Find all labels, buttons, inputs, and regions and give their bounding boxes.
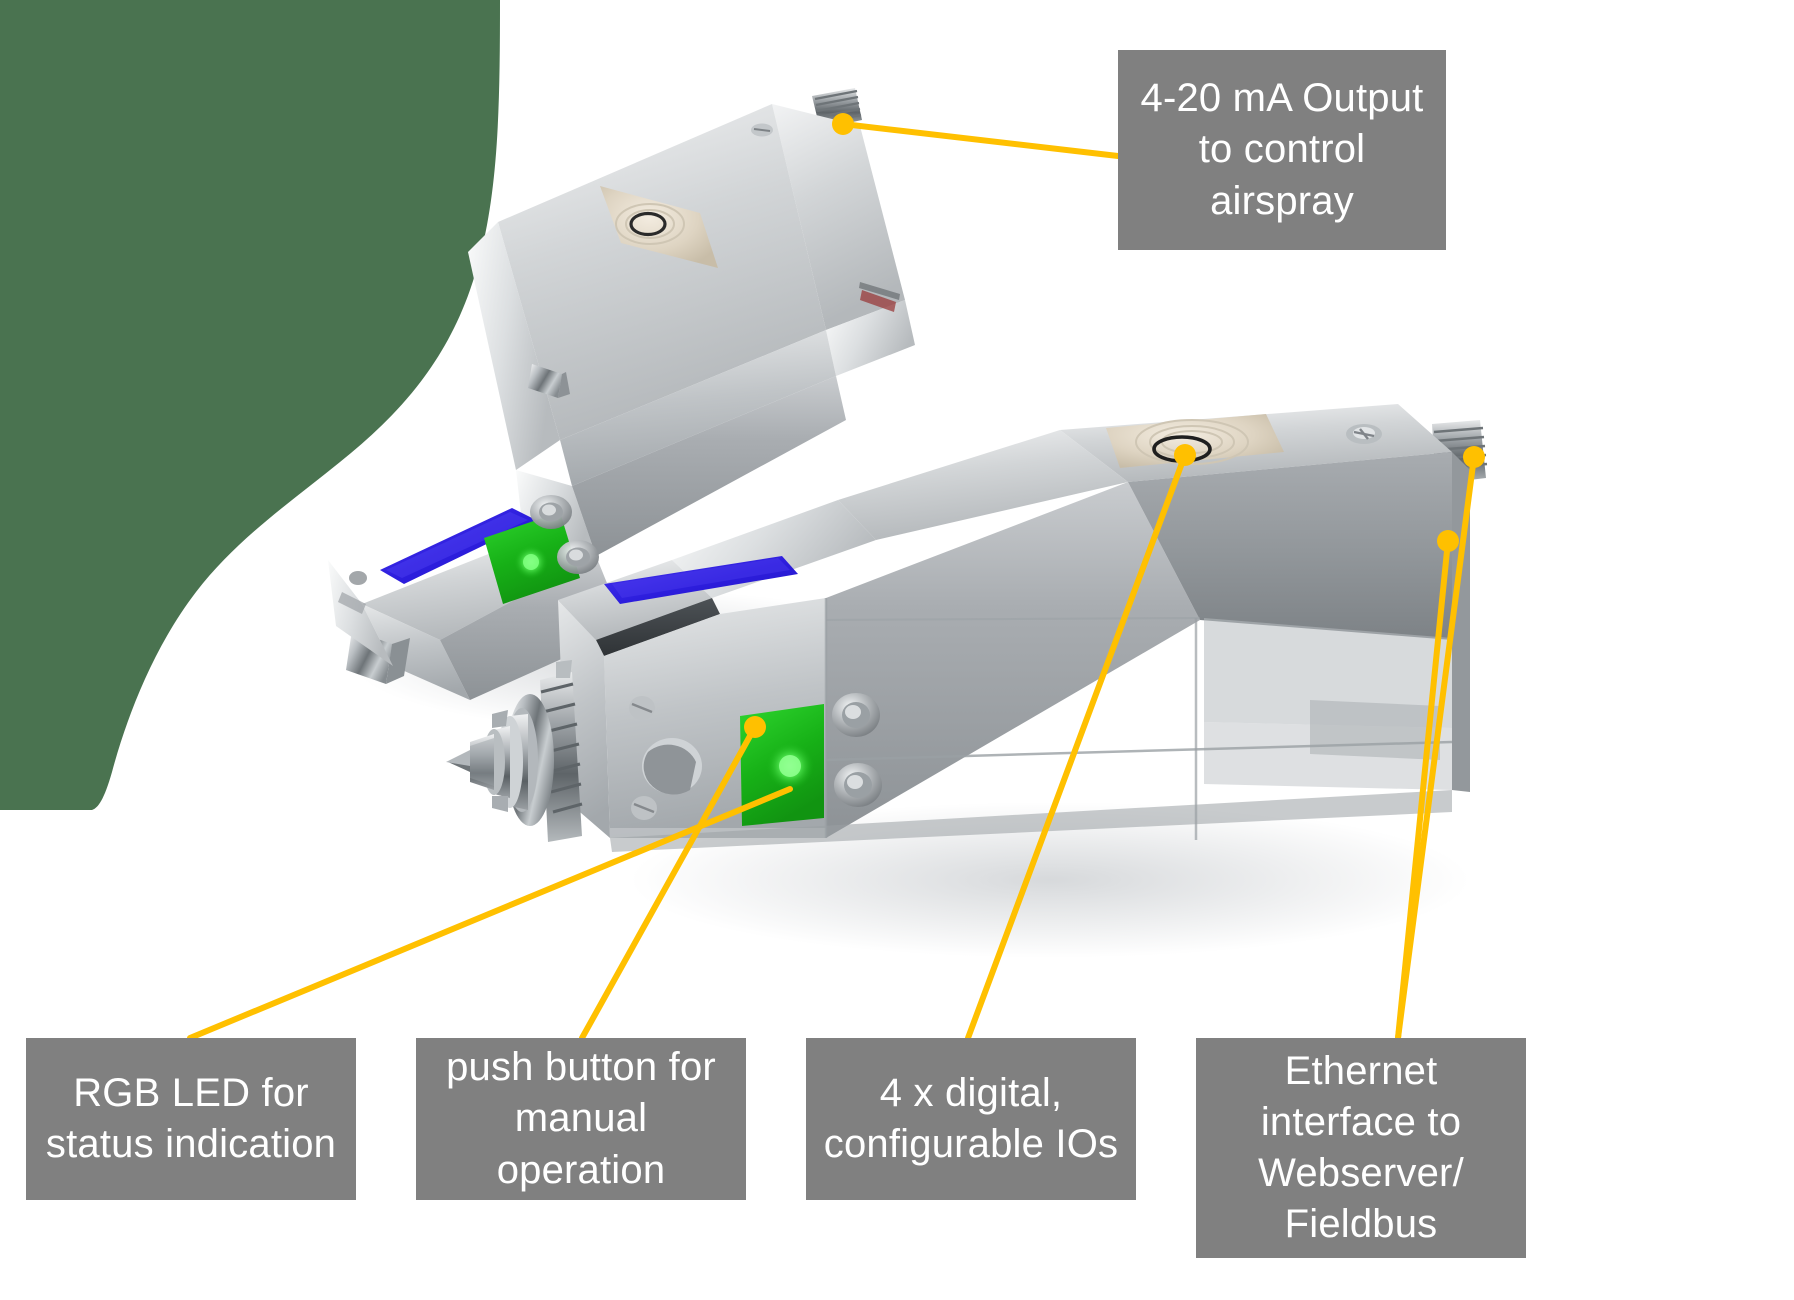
front-screw [1346, 424, 1382, 444]
rear-end-plate [328, 560, 393, 666]
front-body-right-edge [1452, 452, 1470, 792]
front-module-panel-2 [1204, 618, 1452, 728]
rear-connector-port-1 [530, 495, 572, 529]
rear-body-upper-arm-bevel [468, 222, 560, 470]
rear-accent-line-2 [859, 282, 900, 300]
rear-body-top-face-2 [826, 300, 915, 376]
front-body-side-face-3 [1128, 452, 1452, 640]
front-green-led-indicator [740, 704, 824, 826]
rear-body-upper-arm-face [560, 330, 836, 486]
callout-box-ethernet[interactable]: Ethernet interface to Webserver/ Fieldbu… [1196, 1038, 1526, 1258]
rear-connector-port-2 [557, 540, 599, 574]
rear-side-fitting [528, 364, 570, 398]
rear-body-top-face [772, 104, 905, 330]
rear-body-lower-arm-face-2 [440, 556, 626, 700]
callout-text-4-20ma-output: 4-20 mA Output to control airspray [1140, 76, 1424, 223]
front-module-panel-4 [1310, 700, 1440, 760]
rear-screw [751, 123, 773, 137]
rear-sensor-unit [328, 88, 915, 700]
front-top-dark-edge [596, 598, 720, 656]
callout-text-digital-ios: 4 x digital, configurable IOs [823, 1070, 1119, 1166]
rear-body-elbow-2 [572, 376, 846, 556]
rear-accent-line [860, 290, 896, 312]
callout-text-rgb-led: RGB LED for status indication [45, 1070, 337, 1166]
callout-box-digital-ios[interactable]: 4 x digital, configurable IOs [806, 1038, 1136, 1200]
callout-box-4-20ma-output[interactable]: 4-20 mA Output to control airspray [1118, 50, 1446, 250]
front-face-screw-2 [631, 796, 657, 820]
callout-text-ethernet: Ethernet interface to Webserver/ Fieldbu… [1258, 1048, 1464, 1247]
front-connector-port-2 [834, 763, 882, 807]
rear-body-lower-arm-face [362, 604, 470, 700]
front-blue-led-strip [604, 556, 798, 604]
rear-blue-led-strip [380, 508, 536, 584]
rear-beige-push-button [600, 186, 718, 268]
callout-box-rgb-led[interactable]: RGB LED for status indication [26, 1038, 356, 1200]
callout-box-push-button[interactable]: push button for manual operation [416, 1038, 746, 1200]
front-face-screw-1 [629, 696, 655, 720]
rear-body-upper-arm-top [498, 104, 826, 440]
rear-green-led-indicator [484, 512, 580, 604]
callout-text-push-button: push button for manual operation [446, 1045, 716, 1192]
front-connector-port-1 [832, 693, 880, 737]
